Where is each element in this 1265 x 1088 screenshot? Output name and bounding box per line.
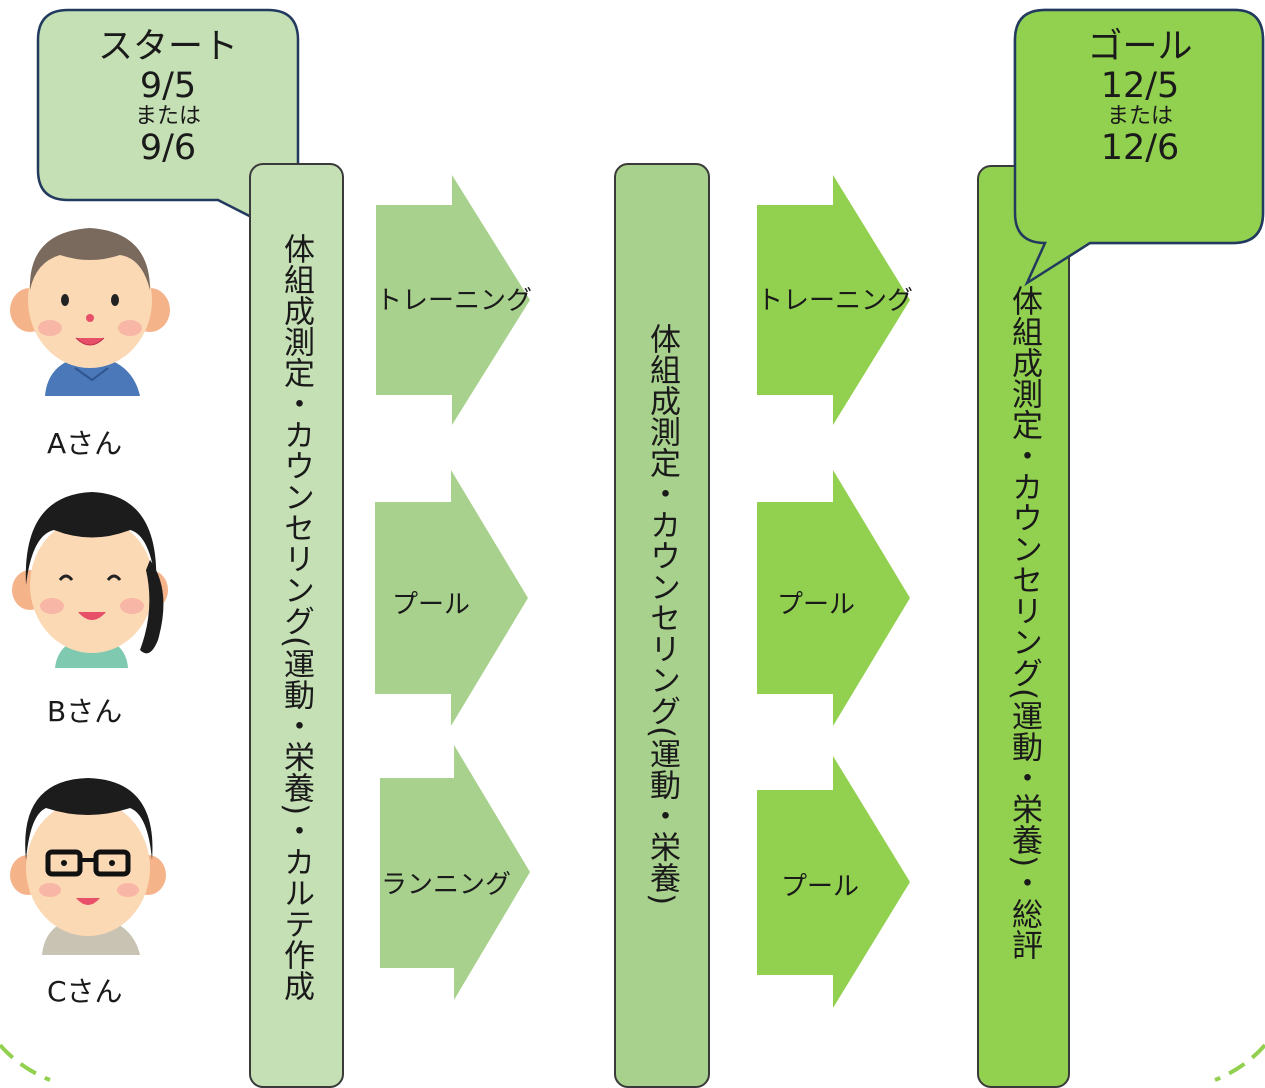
arrow-label-phase2-row3: プール (781, 872, 860, 902)
arrow-phase2-row1 (757, 175, 910, 425)
goal-date-1: 12/5 (1100, 65, 1180, 106)
start-date-1: 9/5 (139, 65, 197, 106)
start-title: スタート (97, 27, 238, 67)
man-icon (10, 228, 170, 396)
goal-bubble: ゴール 12/5 または 12/6 (1015, 28, 1265, 168)
arrow-label-phase2-row2: プール (777, 590, 856, 620)
arrow-label-phase2-row1: トレーニング (757, 286, 914, 316)
woman-icon (12, 492, 168, 668)
person-label-c: Cさん (47, 975, 123, 1008)
arrow-phase2-row3 (757, 756, 910, 1008)
goal-or: または (1106, 104, 1173, 129)
person-label-a: Aさん (47, 427, 123, 460)
arrow-phase2-row2 (757, 470, 910, 726)
arrow-phase1-row1 (376, 175, 530, 425)
start-bubble: スタート 9/5 または 9/6 (38, 28, 298, 168)
arrow-phase1-row3 (380, 745, 530, 1000)
corner-arc-right (1214, 1043, 1265, 1082)
stage-text-1: 体組成測定・カウンセリング(運動・栄養)・カルテ作成 (278, 233, 314, 1002)
start-or: または (134, 104, 201, 129)
arrow-phase1-row2 (375, 470, 528, 726)
stage-bar-2 (614, 163, 710, 1088)
start-date-2: 9/6 (139, 128, 197, 169)
stage-text-2: 体組成測定・カウンセリング(運動・栄養) (644, 323, 680, 906)
arrow-label-phase1-row1: トレーニング (376, 286, 533, 316)
stage-text-3: 体組成測定・カウンセリング(運動・栄養)・総評 (1006, 285, 1042, 961)
goal-title: ゴール (1087, 27, 1193, 67)
arrow-label-phase1-row3: ランニング (381, 870, 512, 900)
stage-bar-3 (977, 165, 1070, 1088)
goal-date-2: 12/6 (1100, 128, 1180, 169)
corner-arc-left (0, 1043, 51, 1082)
man-glasses-icon (10, 778, 166, 955)
arrow-label-phase1-row2: プール (392, 590, 471, 620)
person-label-b: Bさん (47, 695, 123, 728)
stage-bar-1 (249, 163, 344, 1088)
